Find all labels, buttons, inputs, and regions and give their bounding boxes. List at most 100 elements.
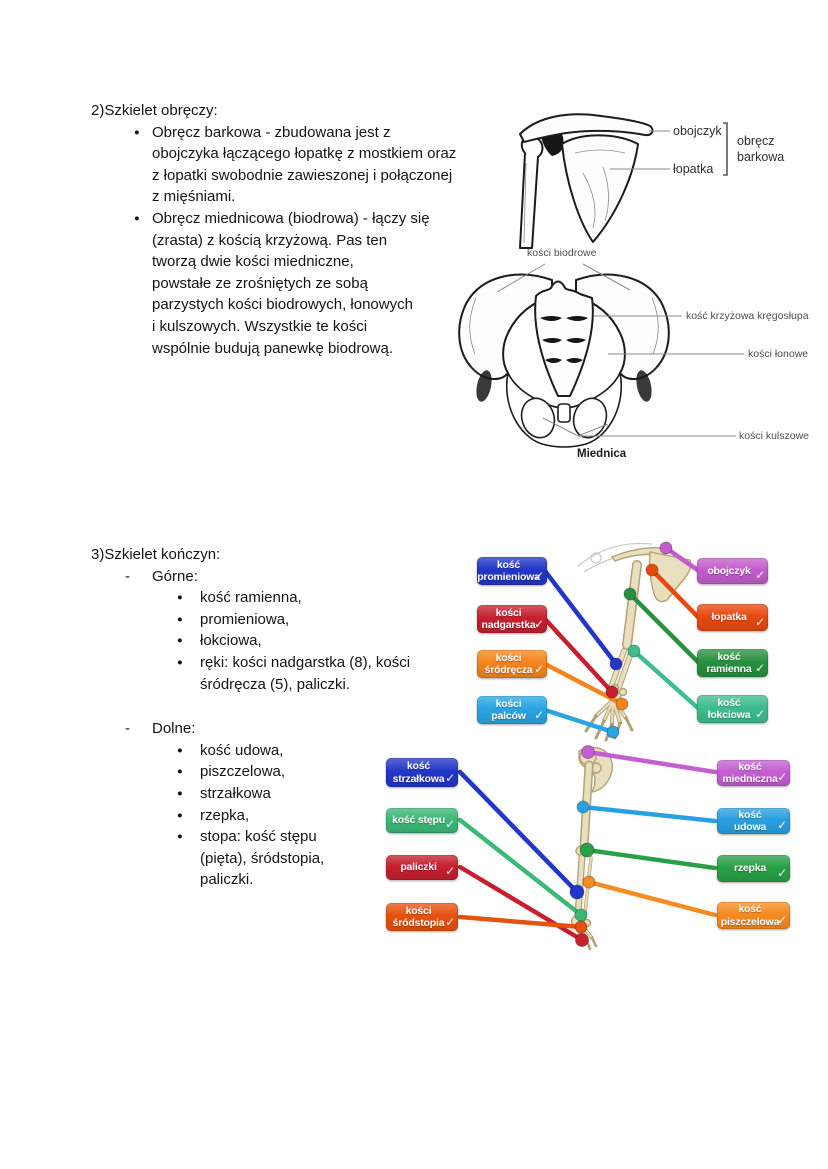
hatch-line (651, 297, 659, 355)
lower-limb-diagram[interactable]: kość strzałkowa ✓ kość stępu ✓ paliczki … (383, 745, 807, 957)
thorax-sketch-line (590, 552, 602, 564)
anatomy-dot (582, 875, 596, 889)
bullet-text: ręki: kości nadgarstka (8), kości śródrę… (200, 653, 411, 693)
connector-line (457, 914, 584, 930)
bullet-icon: ● (177, 831, 183, 843)
label-text: kość miedniczna (722, 760, 778, 786)
label-text: obojczyk (707, 564, 751, 577)
check-icon: ✓ (534, 568, 544, 583)
dash-icon: - (125, 567, 130, 585)
bullet-text: strzałkowa (200, 784, 271, 802)
bullet-text: kość udowa, (200, 741, 284, 759)
hatch-line (469, 297, 477, 355)
check-icon: ✓ (534, 707, 544, 722)
label-kosci-srodstopia: kości śródstopia ✓ (386, 903, 458, 931)
label-text: kości palców (491, 697, 526, 723)
thorax-sketch-line (577, 542, 653, 567)
label-kosc-udowa: kość udowa ✓ (717, 808, 790, 834)
shoulder-girdle-figure[interactable]: obojczyk łopatka obręcz barkowa (505, 103, 805, 253)
bullet-icon: ● (177, 744, 183, 756)
label-text: kość promieniowa (477, 558, 540, 584)
bracket (723, 122, 728, 176)
bullet-icon: ● (177, 613, 183, 625)
label-kosci-nadgarstka: kości nadgarstka ✓ (477, 605, 547, 633)
label-kosc-lokciowa: kość łokciowa ✓ (697, 695, 768, 723)
carpal-bone (618, 687, 628, 697)
list-item: ● łokciowa, (91, 630, 471, 652)
sublist-label-text: Dolne: (152, 720, 196, 738)
connector-line (542, 568, 619, 667)
label-text: kość łokciowa (707, 696, 751, 722)
anatomy-dot (609, 657, 623, 671)
ischium-shade-left (476, 370, 492, 402)
anatomy-dot (579, 842, 595, 858)
bullet-text: promieniowa, (200, 610, 290, 628)
bullet-icon: ● (177, 592, 183, 604)
sacral-slit (545, 358, 562, 363)
label-kosci-srodrecza: kości śródręcza ✓ (477, 650, 547, 678)
hatch-line (602, 166, 609, 222)
sublist-lower-label: - Dolne: (91, 718, 471, 740)
sacral-slit (566, 316, 588, 321)
label-text: kości śródstopia (392, 904, 445, 930)
sacrum-bone (534, 280, 594, 397)
pointer-line (496, 263, 546, 293)
check-icon: ✓ (445, 770, 455, 785)
connector-line (585, 749, 718, 775)
iliac-bones-label: kości biodrowe (527, 247, 597, 259)
obturator-foramen-left (520, 397, 556, 439)
list-item: ● strzałkowa (91, 783, 471, 805)
bullet-icon: ● (177, 809, 183, 821)
list-item: ● kość udowa, (91, 740, 471, 762)
pelvis-caption: Miednica (577, 448, 627, 460)
anatomy-dot (574, 908, 588, 922)
humerus-bone (519, 135, 544, 249)
connector-line (542, 707, 616, 735)
anatomy-dot (574, 920, 588, 934)
check-icon: ✓ (755, 706, 765, 721)
bullet-icon: ● (177, 656, 183, 668)
arm-skeleton (542, 541, 702, 742)
bullet-text: Obręcz barkowa - zbudowana jest z obojcz… (152, 123, 457, 206)
pelvis-figure[interactable]: kości biodrowe kość krzyżowa kręgosłupa … (448, 246, 820, 466)
connector-line (663, 545, 702, 574)
ischial-bones-label: kości kulszowe (739, 430, 810, 442)
bullet-icon: ● (177, 787, 183, 799)
section-girdles: 2)Szkielet obręczy: ● Obręcz barkowa - z… (91, 100, 511, 359)
anatomy-dot (581, 745, 595, 759)
check-icon: ✓ (445, 914, 455, 929)
anatomy-dot (615, 697, 629, 711)
label-kosc-stepu: kość stępu ✓ (386, 808, 458, 833)
section-limbs-heading: 3)Szkielet kończyn: (91, 546, 221, 563)
bullet-icon: ● (177, 635, 183, 647)
upper-limb-items: ● kość ramienna, ● promieniowa, ● łokcio… (91, 587, 471, 695)
pubic-symphysis (557, 403, 571, 423)
bullet-text: Obręcz miednicowa (biodrowa) - łączy się… (152, 209, 430, 357)
clavicle-bone (519, 113, 654, 143)
sacrum-label: kość krzyżowa kręgosłupa (686, 310, 809, 322)
anatomy-dot (606, 725, 620, 739)
hatch-line (582, 172, 596, 229)
bullet-text: łokciowa, (200, 632, 262, 650)
check-icon: ✓ (534, 616, 544, 631)
hatch-line (523, 162, 527, 244)
check-icon: ✓ (445, 863, 455, 878)
upper-limb-diagram[interactable]: kość promieniowa ✓ kości nadgarstka ✓ ko… (460, 538, 828, 742)
bullet-text: rzepka, (200, 806, 250, 824)
label-text: kości nadgarstka (481, 606, 536, 632)
anatomy-dot (605, 685, 619, 699)
sacral-slit (566, 358, 583, 363)
list-item: ● ręki: kości nadgarstka (8), kości śród… (91, 652, 471, 695)
list-item: ● kość ramienna, (91, 587, 471, 609)
label-kosc-miedniczna: kość miedniczna ✓ (717, 760, 790, 786)
connector-line (580, 804, 718, 824)
connector-line (457, 817, 584, 918)
sublist-upper-label: - Górne: (91, 566, 471, 588)
anatomy-dot (659, 541, 673, 555)
dash-icon: - (125, 720, 130, 738)
check-icon: ✓ (777, 865, 787, 880)
sacral-slit (566, 338, 586, 343)
list-item: ● promieniowa, (91, 609, 471, 631)
ischium-shade-right (636, 370, 652, 402)
